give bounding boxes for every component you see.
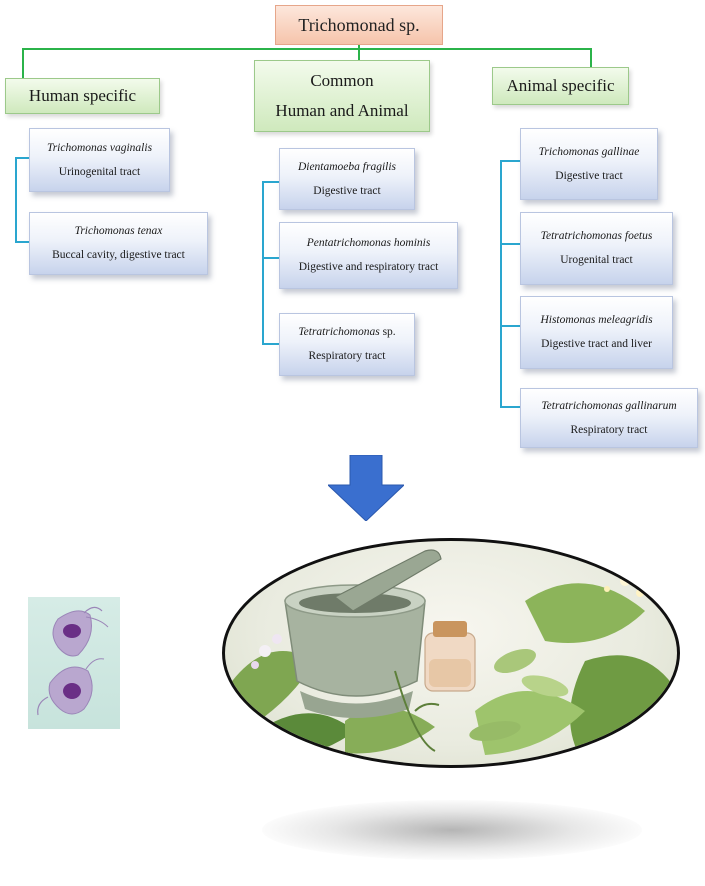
species-habitat: Urinogenital tract <box>58 165 141 178</box>
species-habitat: Digestive tract and liver <box>541 338 652 350</box>
species-habitat: Buccal cavity, digestive tract <box>52 249 185 261</box>
ellipse-shadow <box>262 800 642 860</box>
animal-branch-tick <box>500 325 520 327</box>
species-node: Dientamoeba fragilis Digestive tract <box>279 148 415 210</box>
category-human-specific: Human specific <box>5 78 160 114</box>
human-connector <box>22 48 24 79</box>
animal-branch-line <box>500 160 502 408</box>
animal-branch-tick <box>500 243 520 245</box>
category-bus-line <box>22 48 592 50</box>
species-habitat: Respiratory tract <box>570 423 648 436</box>
common-branch-line <box>262 181 264 345</box>
root-node: Trichomonad sp. <box>275 5 443 45</box>
root-label: Trichomonad sp. <box>298 14 420 35</box>
species-habitat: Respiratory tract <box>308 350 386 362</box>
species-node: Pentatrichomonas hominis Digestive and r… <box>279 222 458 289</box>
species-habitat: Urogenital tract <box>560 254 633 266</box>
species-node: Tetratrichomonas foetus Urogenital tract <box>520 212 673 285</box>
category-animal-label: Animal specific <box>506 76 615 95</box>
species-name: Dientamoeba fragilis <box>297 160 397 173</box>
species-node: Histomonas meleagridis Digestive tract a… <box>520 296 673 369</box>
species-habitat: Digestive tract <box>313 184 381 197</box>
category-common: Common Human and Animal <box>254 60 430 132</box>
species-name-suffix: sp. <box>379 326 396 338</box>
animal-branch-tick <box>500 406 520 408</box>
species-name: Trichomonas tenax <box>74 225 163 237</box>
common-branch-tick <box>262 257 279 259</box>
species-name: Histomonas meleagridis <box>540 314 653 326</box>
animal-branch-tick <box>500 160 520 162</box>
root-connector <box>358 45 360 49</box>
species-name: Trichomonas vaginalis <box>46 141 153 154</box>
species-node: Trichomonas tenax Buccal cavity, digesti… <box>29 212 208 275</box>
species-habitat: Digestive and respiratory tract <box>298 261 439 273</box>
human-branch-line <box>15 157 17 242</box>
species-habitat: Digestive tract <box>555 169 623 182</box>
common-branch-tick <box>262 343 279 345</box>
species-name: Tetratrichomonas foetus <box>540 230 653 242</box>
category-common-line2: Human and Animal <box>275 101 409 120</box>
species-node: Tetratrichomonas sp. Respiratory tract <box>279 313 415 376</box>
category-common-line1: Common <box>310 71 374 90</box>
species-name: Pentatrichomonas hominis <box>306 237 431 249</box>
common-branch-tick <box>262 181 279 183</box>
human-branch-tick <box>15 157 29 159</box>
trichomonad-micrograph-image <box>28 597 120 729</box>
species-name: Tetratrichomonas sp. <box>298 324 395 341</box>
common-connector <box>358 48 360 61</box>
species-node: Trichomonas vaginalis Urinogenital tract <box>29 128 170 192</box>
species-name: Tetratrichomonas gallinarum <box>541 399 677 412</box>
species-name-genus: Tetratrichomonas <box>298 326 380 338</box>
species-node: Trichomonas gallinae Digestive tract <box>520 128 658 200</box>
category-animal-specific: Animal specific <box>492 67 629 105</box>
mortar-pestle-herbs-photo <box>222 538 680 768</box>
species-node: Tetratrichomonas gallinarum Respiratory … <box>520 388 698 448</box>
down-arrow-icon <box>328 455 404 521</box>
species-name: Trichomonas gallinae <box>538 145 640 158</box>
human-branch-tick <box>15 241 29 243</box>
category-human-label: Human specific <box>28 86 137 105</box>
animal-connector <box>590 48 592 68</box>
